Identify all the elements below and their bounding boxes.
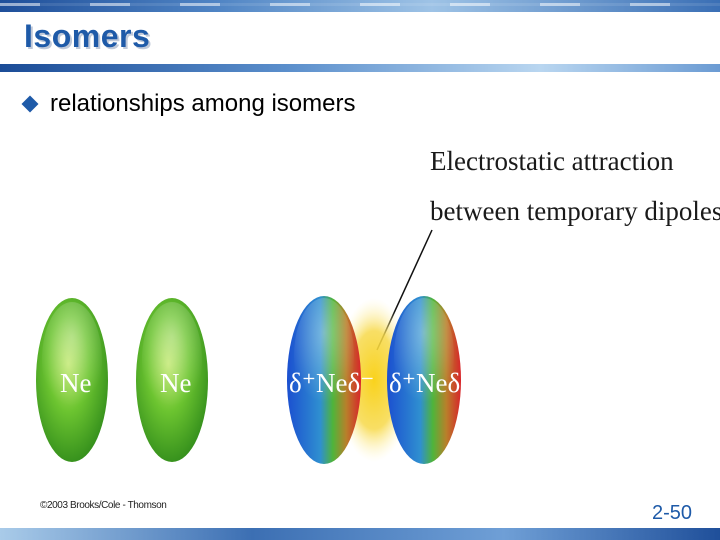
- top-decorative-band: [0, 0, 720, 12]
- dipole-label: δ⁺Neδ⁻: [389, 368, 474, 398]
- slide-number: 2-50: [652, 502, 692, 525]
- copyright-notice: ©2003 Brooks/Cole - Thomson: [40, 500, 166, 511]
- bullet-text: relationships among isomers: [50, 90, 355, 118]
- diamond-bullet-icon: [22, 96, 39, 113]
- title-rule: [0, 64, 720, 72]
- caption-line-1: Electrostatic attraction: [430, 146, 674, 176]
- atom-label: Ne: [60, 368, 91, 398]
- slide-title: Isomers: [24, 18, 150, 55]
- dipole-atom-2: δ⁺Neδ⁻: [387, 296, 474, 464]
- bottom-decorative-band: [0, 528, 720, 540]
- dipole-label: δ⁺Neδ⁻: [289, 368, 374, 398]
- neon-atom-1: Ne: [36, 298, 108, 462]
- caption-line-2: between temporary dipoles: [430, 196, 720, 226]
- bullet-item: relationships among isomers: [24, 90, 355, 118]
- atom-label: Ne: [160, 368, 191, 398]
- dipole-figure: Electrostatic attraction between tempora…: [0, 130, 720, 530]
- neon-atom-2: Ne: [136, 298, 208, 462]
